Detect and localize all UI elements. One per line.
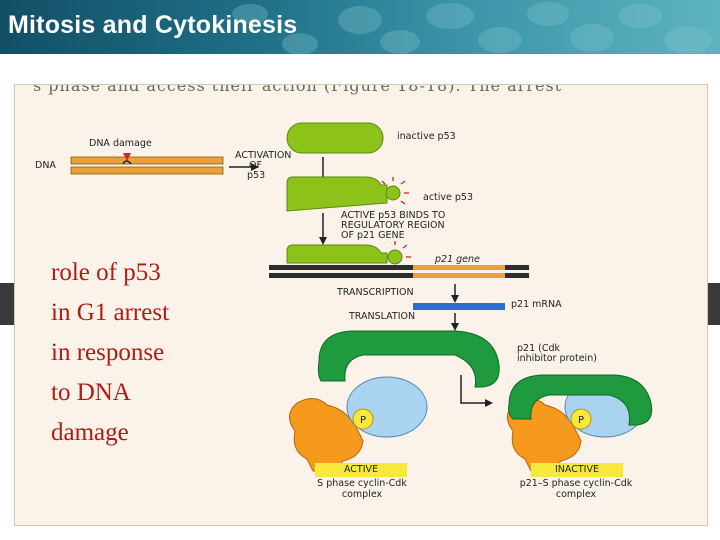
- label-translation: TRANSLATION: [349, 311, 416, 322]
- inactive-complex-caption-2: complex: [555, 489, 597, 500]
- active-complex-caption-2: complex: [341, 489, 383, 500]
- label-activation-of: OF: [249, 160, 262, 171]
- label-binds-line-1: ACTIVE p53 BINDS TO: [341, 210, 446, 221]
- p53-pathway-diagram: P P: [70, 122, 653, 472]
- page-title: Mitosis and Cytokinesis: [8, 11, 298, 39]
- active-complex-caption-1: S phase cyclin-Cdk: [317, 478, 407, 489]
- label-inactive-p53: inactive p53: [397, 131, 456, 142]
- inactive-p53-protein: [286, 122, 384, 154]
- label-binds-line-2: REGULATORY REGION: [341, 220, 445, 231]
- dna-strand: [70, 153, 224, 175]
- label-p21-protein-1: p21 (Cdk: [517, 343, 561, 354]
- dna-break-icon: [122, 160, 132, 165]
- caption-line: in response: [51, 339, 165, 366]
- inactive-complex-caption-1: p21–S phase cyclin-Cdk: [519, 478, 633, 489]
- label-p21-mrna: p21 mRNA: [511, 299, 562, 310]
- inactive-badge: INACTIVE: [531, 463, 623, 477]
- label-transcription: TRANSCRIPTION: [337, 287, 414, 298]
- inhibition-arrow-icon: [460, 375, 487, 404]
- cell-texture-background: [232, 2, 712, 54]
- active-p53-protein: [286, 176, 409, 212]
- textbook-figure: s phase and access their action (Figure …: [14, 84, 708, 526]
- label-activation-p53: p53: [247, 170, 266, 181]
- title-banner: Mitosis and Cytokinesis: [0, 0, 720, 54]
- right-edge-band: [706, 283, 720, 325]
- label-active-p53: active p53: [423, 192, 474, 203]
- label-binds-line-3: OF p21 GENE: [341, 230, 405, 241]
- cropped-text-line: s phase and access their action (Figure …: [33, 84, 563, 95]
- figure-caption: role of p53 in G1 arrest in response to …: [51, 253, 169, 453]
- label-dna-damage: DNA damage: [89, 138, 152, 149]
- inactive-p21-complex: P: [507, 374, 653, 472]
- label-dna: DNA: [35, 160, 56, 171]
- p53-bound-to-gene: [269, 241, 529, 278]
- active-cyclin-cdk-complex: P: [289, 376, 428, 472]
- p21-protein: [317, 330, 500, 388]
- caption-line: role of p53: [51, 259, 161, 286]
- left-edge-band: [0, 283, 14, 325]
- caption-line: in G1 arrest: [51, 299, 170, 326]
- p21-mrna-strand: [413, 303, 505, 310]
- damage-marker-icon: [123, 153, 131, 161]
- label-p21-protein-2: inhibitor protein): [517, 353, 597, 364]
- svg-text:P: P: [360, 415, 366, 426]
- svg-text:P: P: [578, 415, 584, 426]
- label-p21-gene: p21 gene: [435, 254, 480, 265]
- caption-line: damage: [51, 419, 129, 446]
- label-activation: ACTIVATION: [235, 150, 292, 161]
- caption-line: to DNA: [51, 379, 131, 406]
- active-badge: ACTIVE: [315, 463, 407, 477]
